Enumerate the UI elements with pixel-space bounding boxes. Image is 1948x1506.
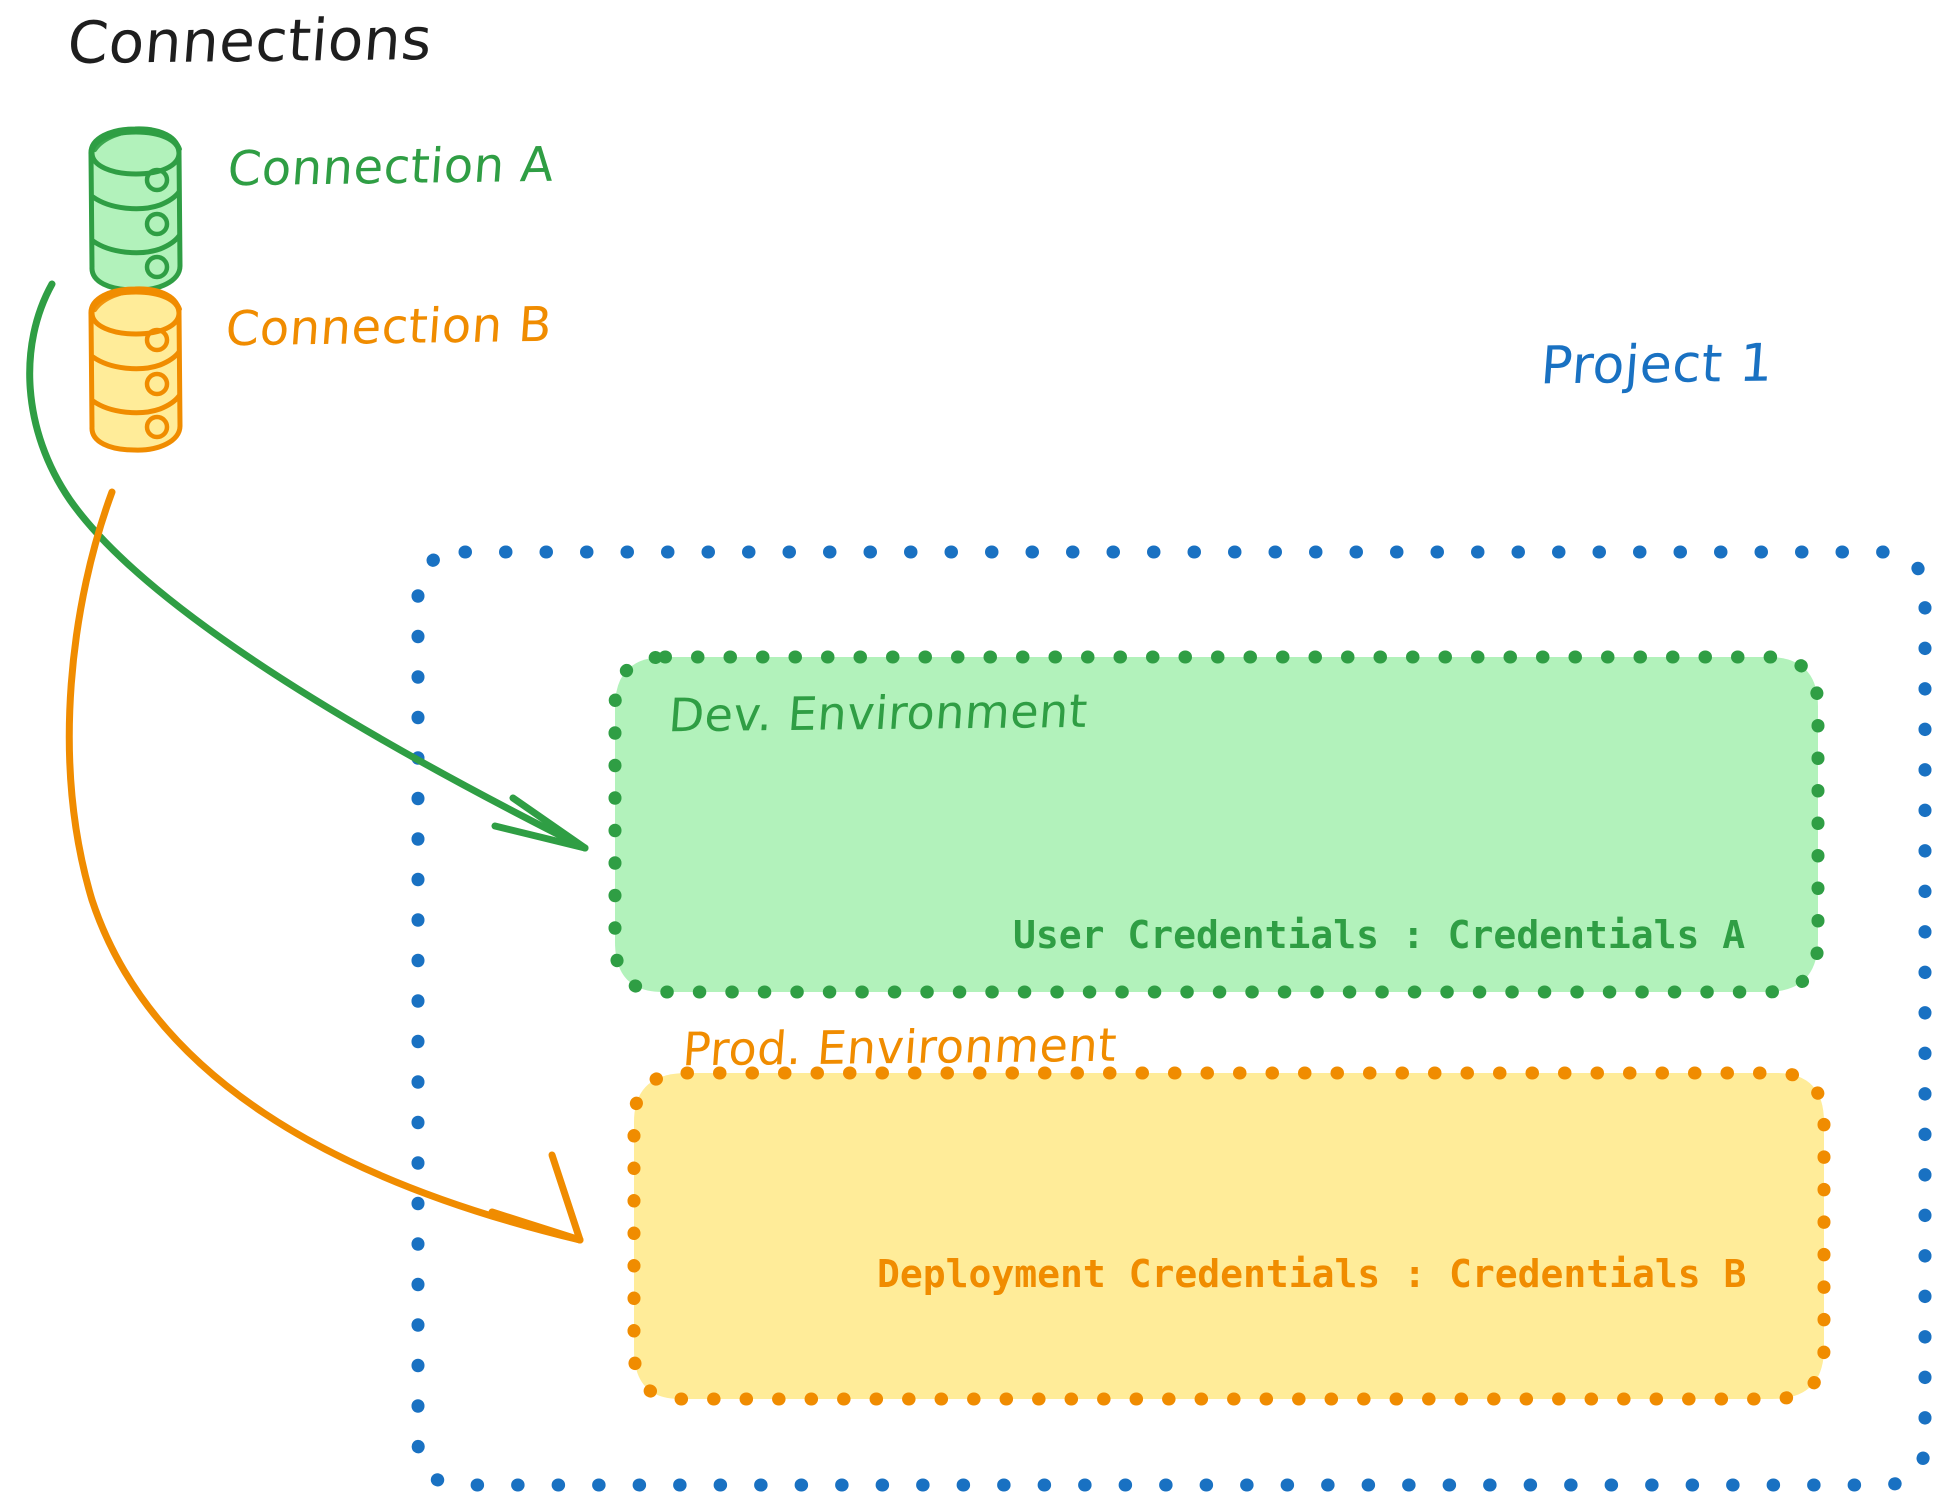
- cylinder-a-divider-2: [90, 233, 182, 256]
- cylinder-a-dot-1: [144, 167, 170, 193]
- project-1-container[interactable]: [411, 545, 1932, 1492]
- prod-environment-dotted-border: [627, 1066, 1831, 1406]
- cylinder-b-dot-3: [144, 414, 170, 440]
- arrow-b-head-upper: [548, 1151, 584, 1244]
- dev-environment-title: Dev. Environment: [666, 683, 1090, 743]
- cylinder-b-dot-2: [144, 371, 170, 397]
- prod-environment-box[interactable]: [627, 1066, 1831, 1406]
- cylinder-a-dot-3: [144, 254, 170, 280]
- cylinder-b-divider-1: [90, 349, 182, 372]
- cylinder-a-top-sketch: [93, 128, 182, 152]
- cylinder-a-dot-2: [144, 211, 170, 237]
- cylinder-a-body: [88, 126, 183, 293]
- prod-environment-title: Prod. Environment: [680, 1017, 1119, 1077]
- dev-environment-credentials: User Credentials : Credentials A: [1013, 913, 1746, 957]
- cylinder-b-top-sketch: [93, 288, 182, 312]
- connections-title: Connections: [65, 5, 435, 77]
- arrow-connection-b-to-prod: [65, 488, 584, 1244]
- arrow-a-head-lower: [491, 822, 589, 852]
- arrow-connection-a-to-dev: [26, 280, 589, 852]
- connection-a-database-icon[interactable]: [88, 126, 183, 293]
- arrow-b-shaft: [65, 488, 584, 1244]
- cylinder-b-divider-2: [90, 393, 182, 416]
- cylinder-a-divider-1: [90, 189, 182, 212]
- prod-environment-credentials: Deployment Credentials : Credentials B: [877, 1252, 1747, 1296]
- project-1-dotted-border: [411, 545, 1932, 1492]
- connection-a-label[interactable]: Connection A: [225, 136, 556, 198]
- connection-b-label[interactable]: Connection B: [223, 296, 555, 358]
- connection-b-database-icon[interactable]: [88, 286, 183, 453]
- arrow-b-head-lower: [488, 1208, 584, 1244]
- cylinder-b-body: [88, 286, 183, 453]
- arrow-a-head-upper: [509, 794, 589, 852]
- arrow-a-shaft: [26, 280, 589, 852]
- cylinder-b-dot-1: [144, 327, 170, 353]
- dev-environment-box[interactable]: [608, 650, 1825, 999]
- project-1-label[interactable]: Project 1: [1538, 333, 1776, 397]
- dev-environment-dotted-border: [608, 650, 1825, 999]
